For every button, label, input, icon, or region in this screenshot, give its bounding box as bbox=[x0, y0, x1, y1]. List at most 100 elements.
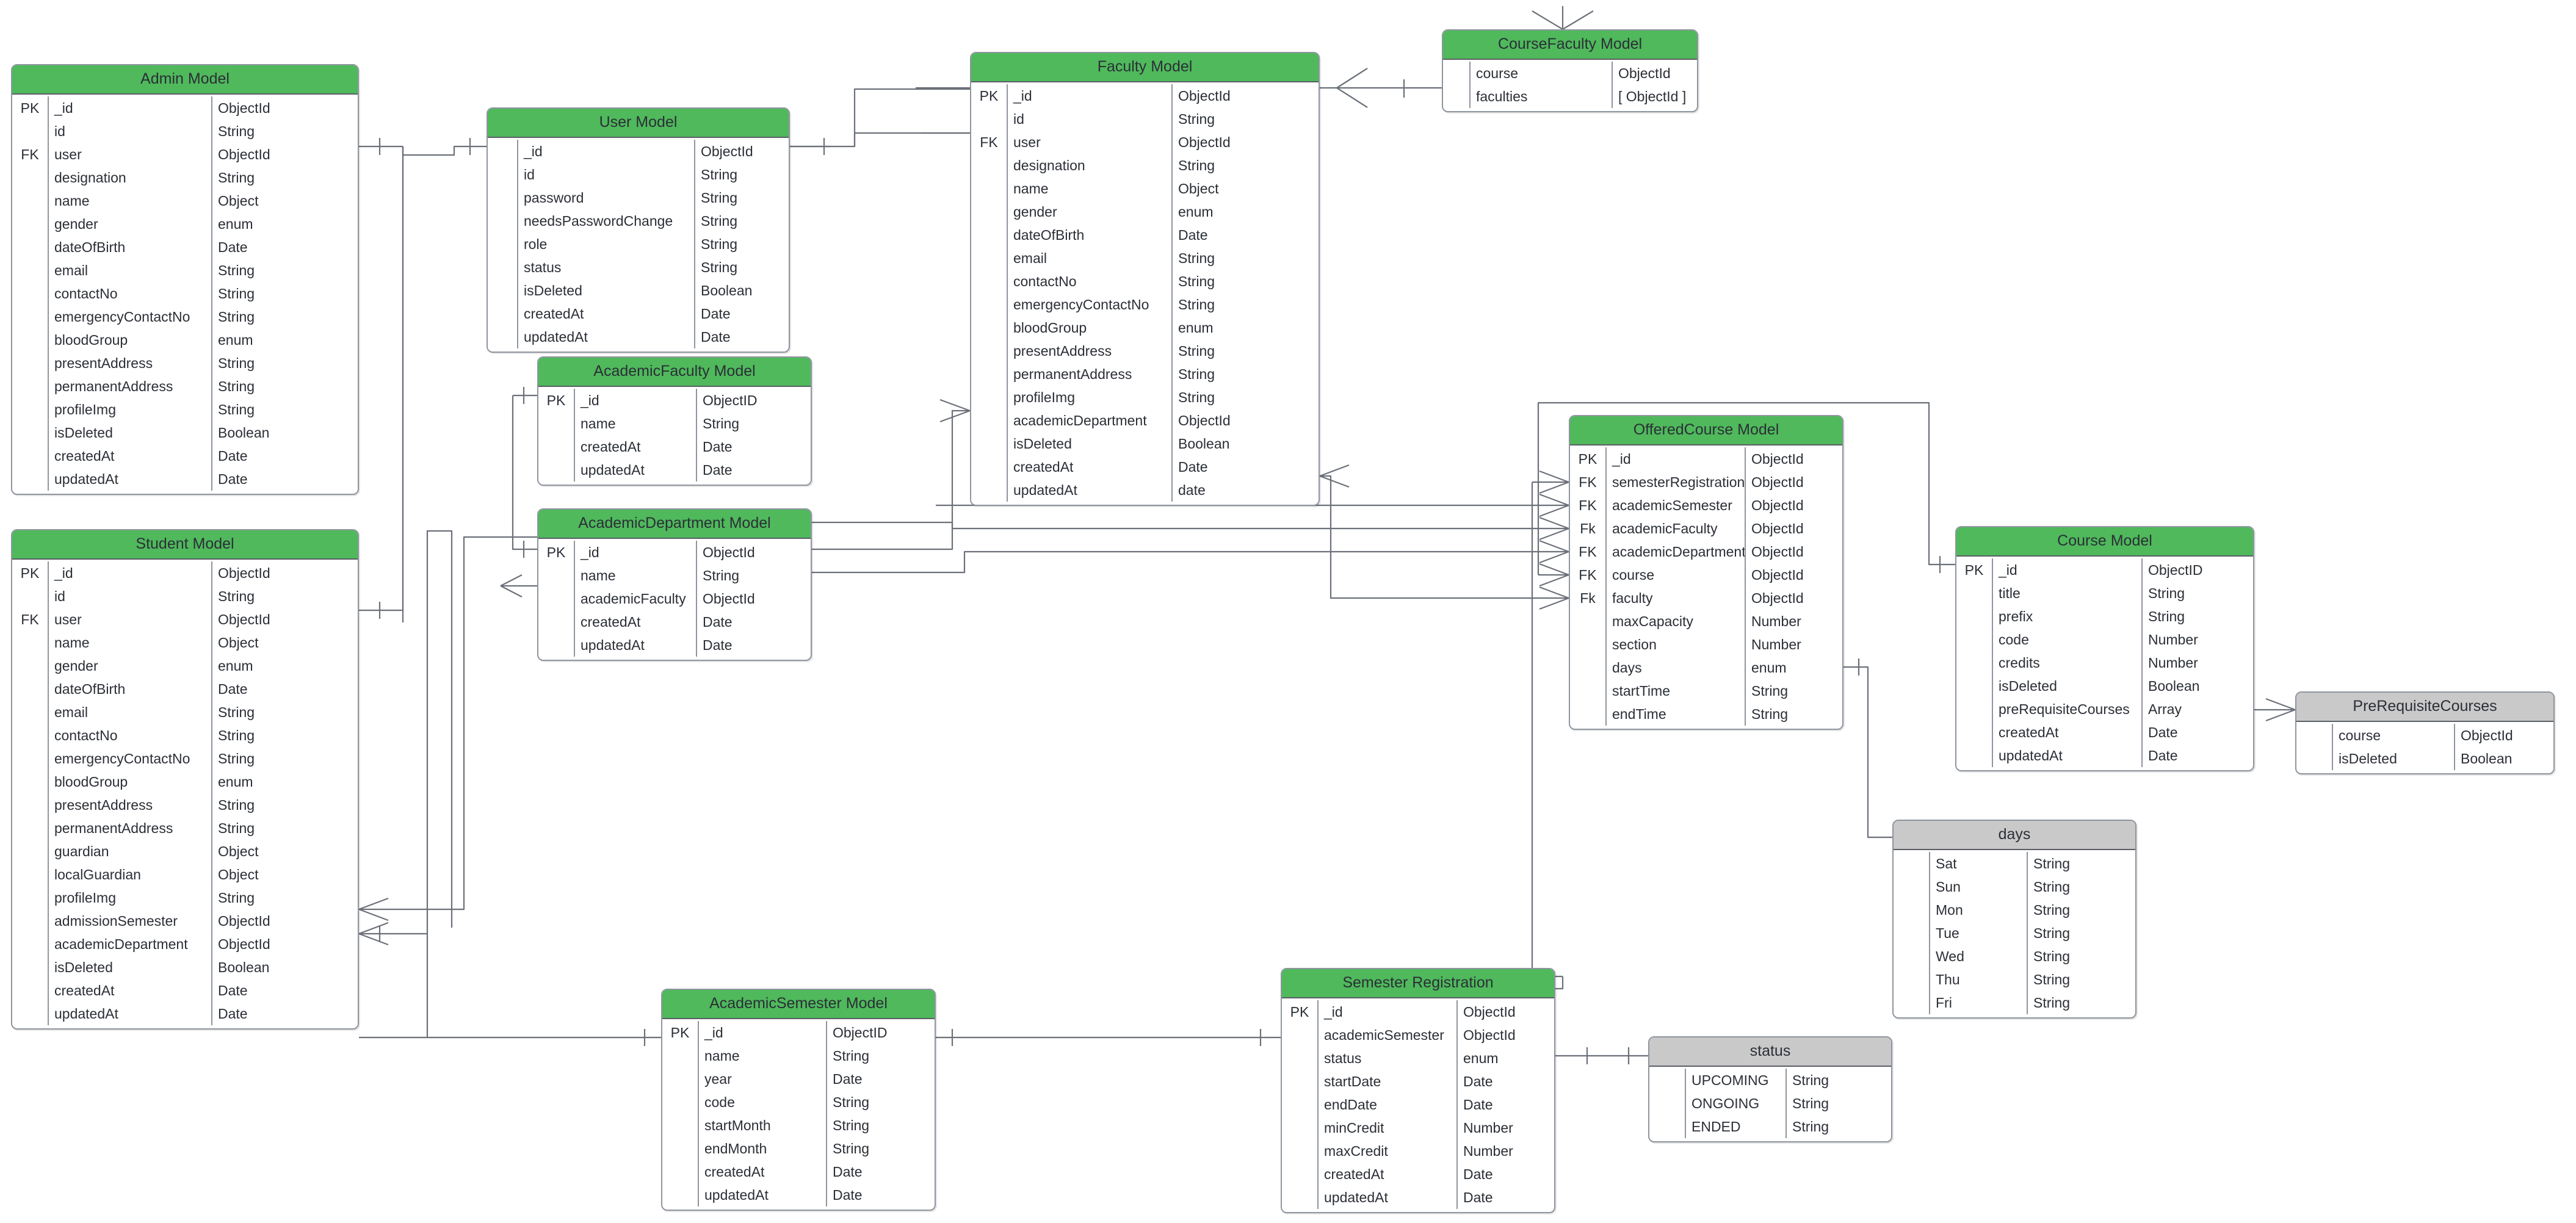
row-key-marker bbox=[971, 200, 1008, 223]
row-field-name: _id bbox=[1993, 558, 2143, 582]
row-field-type: ObjectId bbox=[703, 544, 755, 560]
row-field-name: email bbox=[49, 701, 212, 724]
row-field-name: profileImg bbox=[49, 398, 212, 421]
row-field-name: createdAt bbox=[699, 1160, 827, 1183]
row-key-marker bbox=[12, 979, 49, 1002]
row-field-name: preRequisiteCourses bbox=[1993, 698, 2143, 721]
row-field-type: ObjectId bbox=[218, 146, 270, 162]
row-key-marker bbox=[1649, 1115, 1686, 1138]
row-field-name: Thu bbox=[1930, 968, 2028, 991]
row-field-name: _id bbox=[1008, 84, 1173, 107]
row-field-type: String bbox=[1178, 250, 1215, 266]
row-key-marker bbox=[12, 375, 49, 398]
row-key-marker bbox=[971, 293, 1008, 316]
row-key-marker bbox=[971, 177, 1008, 200]
row-field-name: Sat bbox=[1930, 852, 2028, 875]
row-field-name: createdAt bbox=[575, 435, 697, 458]
row-key-marker bbox=[1570, 702, 1607, 726]
row-field-name: academicSemester bbox=[1319, 1023, 1458, 1047]
row-field-type: Number bbox=[1463, 1119, 1513, 1136]
row-field-name: endDate bbox=[1319, 1093, 1458, 1116]
row-field-type: Date bbox=[2148, 724, 2178, 740]
row-key-marker bbox=[538, 633, 575, 657]
row-field-type: String bbox=[701, 166, 738, 182]
row-key-marker bbox=[971, 363, 1008, 386]
row-field-type: Boolean bbox=[1178, 435, 1230, 452]
row-field-type: String bbox=[218, 889, 255, 906]
row-field-type: Object bbox=[218, 192, 259, 209]
row-field-name: _id bbox=[699, 1021, 827, 1044]
row-key-marker bbox=[1282, 1093, 1319, 1116]
row-key-marker bbox=[12, 467, 49, 491]
row-field-type: Object bbox=[218, 866, 259, 882]
row-key-marker bbox=[488, 140, 518, 163]
row-field-type: String bbox=[2148, 608, 2185, 624]
row-key-marker: PK bbox=[1282, 1000, 1319, 1023]
row-field-type: ObjectId bbox=[1751, 474, 1804, 490]
row-key-marker bbox=[1956, 582, 1993, 605]
row-key-marker bbox=[1956, 721, 1993, 744]
row-field-type: ObjectId bbox=[703, 590, 755, 607]
row-field-type: String bbox=[833, 1140, 870, 1156]
connector-offeredcourse-semreg bbox=[1531, 470, 1569, 990]
row-field-type: ObjectId bbox=[218, 912, 270, 929]
row-key-marker: PK bbox=[538, 389, 575, 412]
row-field-type: String bbox=[218, 308, 255, 325]
row-field-type: [ ObjectId ] bbox=[1618, 88, 1687, 104]
entity-row: createdAt Date bbox=[1956, 721, 2253, 744]
row-field-type: Date bbox=[703, 613, 733, 630]
row-key-marker bbox=[488, 209, 518, 233]
row-field-type: ObjectID bbox=[703, 392, 758, 408]
entity-title-course: Course Model bbox=[1956, 527, 2253, 557]
row-field-name: createdAt bbox=[1993, 721, 2143, 744]
row-field-name: guardian bbox=[49, 840, 212, 863]
row-field-type: String bbox=[218, 704, 255, 720]
row-field-name: admissionSemester bbox=[49, 909, 212, 933]
row-field-name: course bbox=[2333, 724, 2455, 747]
row-field-type: Date bbox=[218, 447, 248, 464]
row-field-type: String bbox=[2033, 948, 2071, 964]
row-key-marker bbox=[12, 352, 49, 375]
row-field-name: name bbox=[49, 631, 212, 654]
row-field-name: title bbox=[1993, 582, 2143, 605]
row-key-marker bbox=[1649, 1092, 1686, 1115]
connector-student-user bbox=[359, 146, 404, 619]
row-field-name: permanentAddress bbox=[1008, 363, 1173, 386]
